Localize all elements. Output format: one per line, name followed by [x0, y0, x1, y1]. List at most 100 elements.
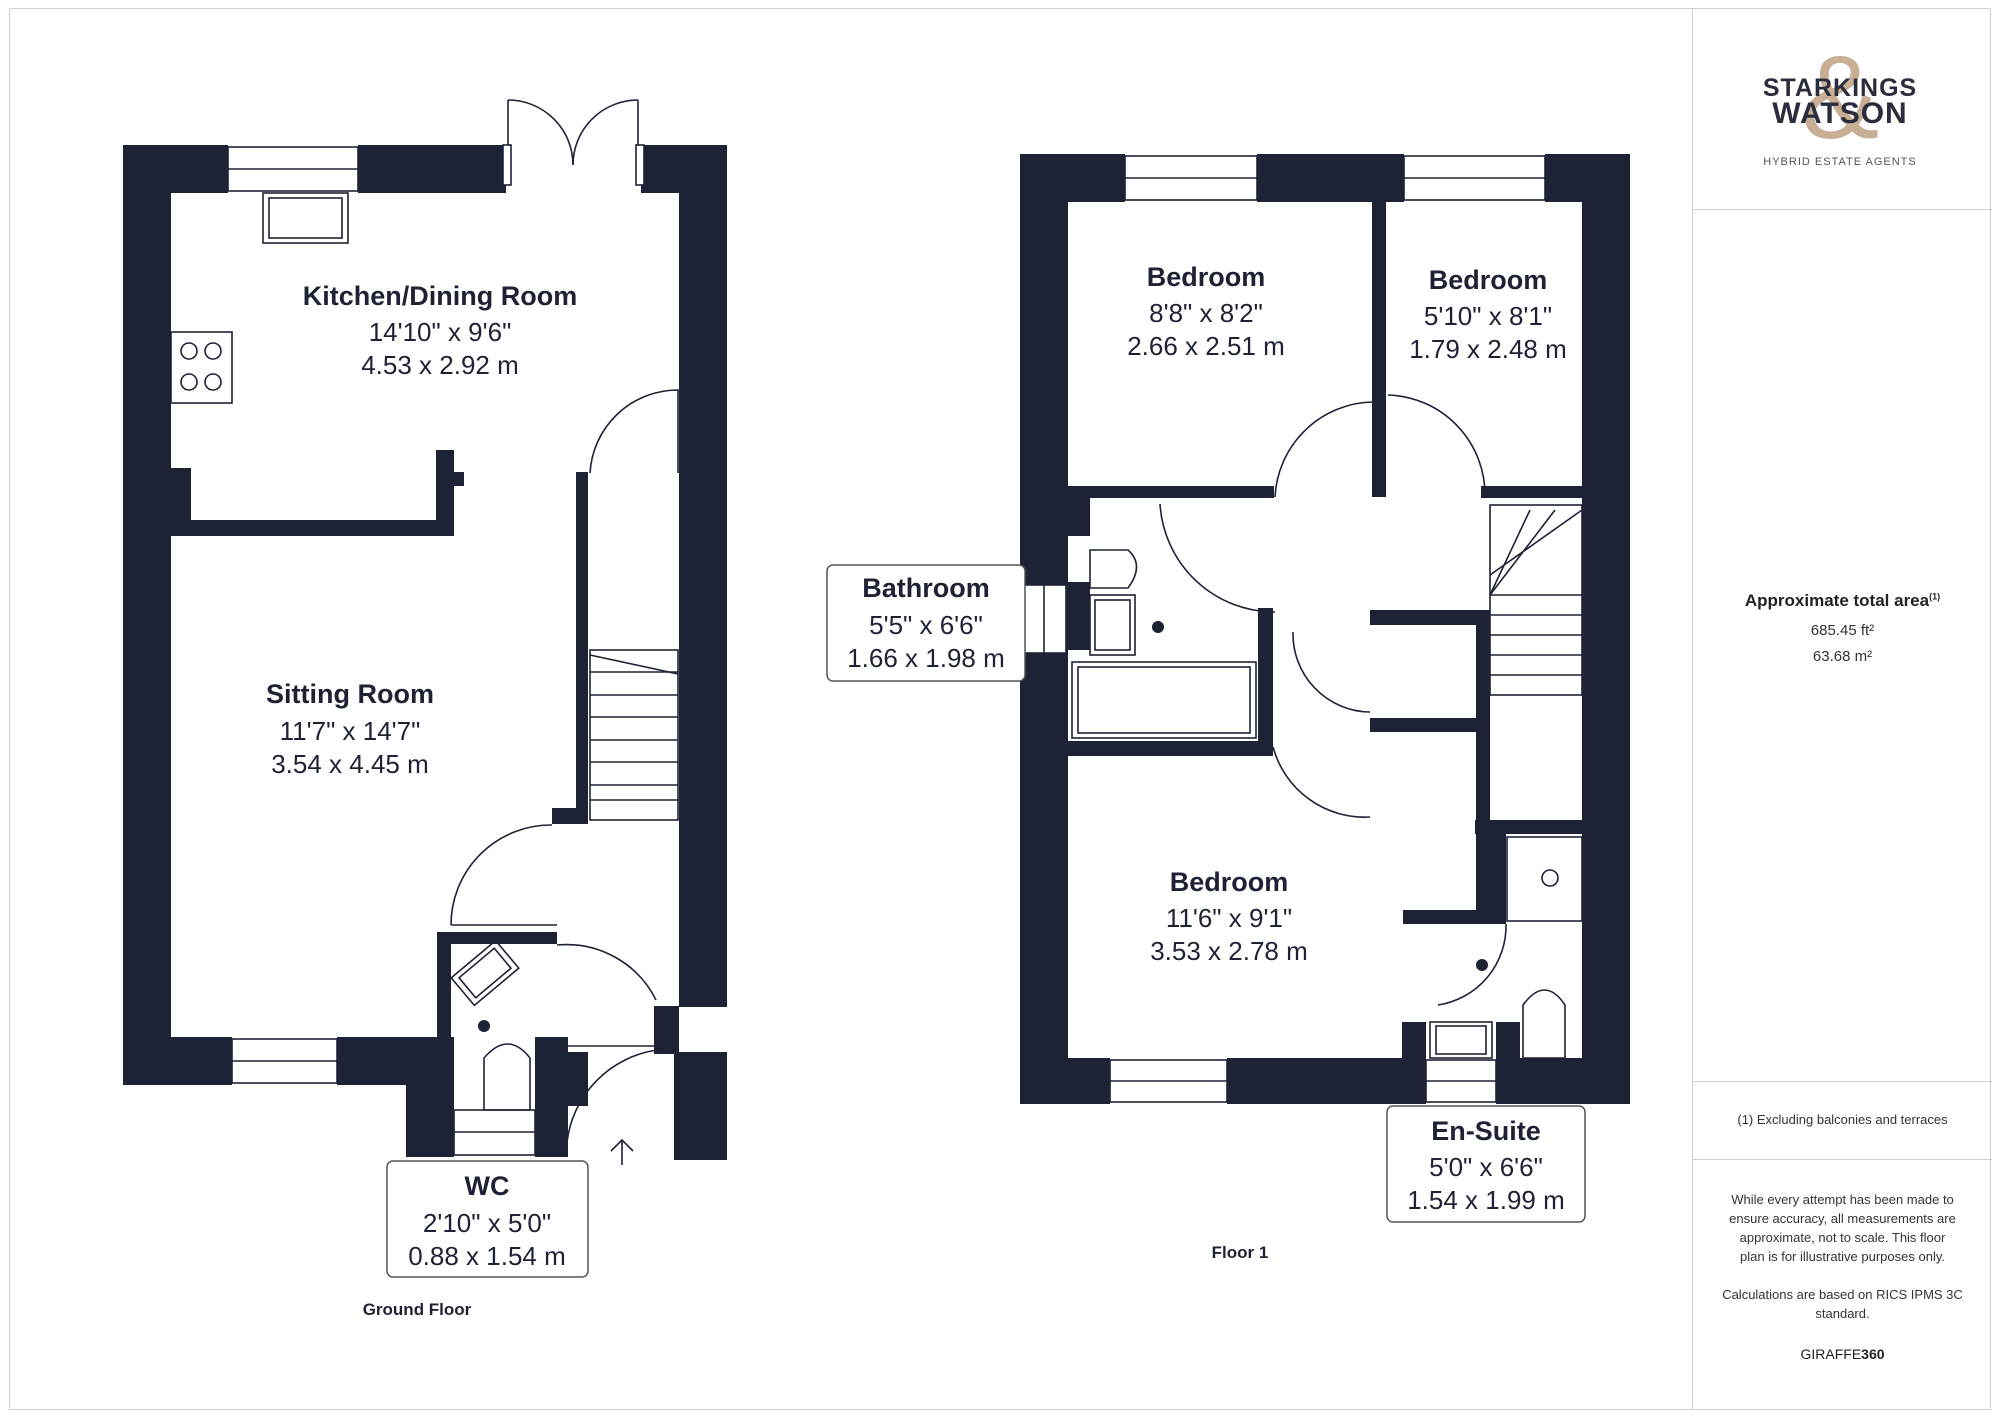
- wall: [436, 450, 454, 536]
- sink: [262, 192, 349, 244]
- wall: [1068, 741, 1273, 756]
- shower-tray: [1506, 836, 1583, 922]
- wall: [1020, 1058, 1110, 1104]
- wall: [171, 520, 454, 536]
- room-metric: 3.54 x 4.45 m: [271, 749, 429, 779]
- room-metric: 0.88 x 1.54 m: [408, 1241, 566, 1271]
- hob: [170, 331, 233, 404]
- info-sidebar: Approximate total area(1) 685.45 ft² 63.…: [1692, 8, 1992, 1410]
- room-metric: 4.53 x 2.92 m: [361, 350, 519, 380]
- brand-tagline: HYBRID ESTATE AGENTS: [1763, 156, 1916, 168]
- area-title: Approximate total area: [1744, 591, 1930, 610]
- room-label-sitting-room: Sitting Room 11'7" x 14'7" 3.54 x 4.45 m: [266, 679, 434, 779]
- wall: [1496, 1058, 1630, 1104]
- wall: [1403, 910, 1506, 924]
- room-name: Bedroom: [1429, 265, 1548, 295]
- area-note-mark: (1): [1929, 591, 1941, 602]
- room-name: Sitting Room: [266, 679, 434, 709]
- label-box: [386, 1160, 589, 1278]
- wall: [171, 468, 191, 520]
- room-name: En-Suite: [1431, 1116, 1541, 1146]
- area-sqm: 63.68 m²: [1812, 648, 1873, 665]
- room-imperial: 14'10" x 9'6": [369, 317, 512, 347]
- toilet: [1089, 549, 1138, 589]
- door-swing: [1274, 401, 1373, 498]
- wall: [1370, 718, 1476, 732]
- disclaimer-line: ensure accuracy, all measurements are: [1729, 1211, 1956, 1226]
- wall: [1496, 1022, 1520, 1058]
- wall: [1257, 154, 1404, 202]
- room-metric: 1.66 x 1.98 m: [847, 643, 1005, 673]
- wall: [123, 145, 171, 1085]
- room-imperial: 8'8" x 8'2": [1149, 298, 1263, 328]
- door-swing: [1159, 503, 1276, 613]
- giraffe-number: 360: [1861, 1346, 1885, 1362]
- door-swing: [589, 389, 679, 474]
- bathtub: [1071, 661, 1257, 739]
- area-sqft: 685.45 ft²: [1810, 622, 1875, 639]
- divider: [1693, 209, 1992, 210]
- room-imperial: 5'5" x 6'6": [869, 610, 983, 640]
- room-label-kitchen: Kitchen/Dining Room 14'10" x 9'6" 4.53 x…: [303, 281, 577, 380]
- wall: [654, 1006, 679, 1054]
- wall: [1476, 610, 1490, 820]
- ground-floor-fixtures: [170, 99, 679, 1165]
- door-swing: [1387, 394, 1486, 498]
- room-label-bedroom-3: Bedroom 11'6" x 9'1" 3.53 x 2.78 m: [1150, 867, 1308, 966]
- calc-line: standard.: [1815, 1306, 1870, 1321]
- calc-line: Calculations are based on RICS IPMS 3C: [1722, 1287, 1963, 1302]
- wall: [1582, 154, 1630, 1104]
- wall: [552, 808, 588, 824]
- label-box: [826, 564, 1026, 682]
- giraffe360-logo: GIRAFFE360: [1693, 1346, 1992, 1362]
- wall: [576, 472, 588, 820]
- wall: [406, 1037, 454, 1157]
- brand-name-line2: WATSON: [1772, 97, 1907, 130]
- room-name: WC: [465, 1171, 510, 1201]
- wall: [437, 932, 451, 1037]
- wall: [1370, 610, 1490, 625]
- staircase: [589, 649, 679, 821]
- wall: [1402, 1022, 1426, 1058]
- first-floor-label: Floor 1: [1212, 1243, 1269, 1262]
- wall: [674, 1052, 727, 1160]
- footnote: (1) Excluding balconies and terraces: [1737, 1112, 1948, 1127]
- disclaimer-line: plan is for illustrative purposes only.: [1740, 1249, 1945, 1264]
- sink: [1429, 1021, 1493, 1059]
- wall: [123, 1037, 232, 1085]
- door-swing: [1292, 631, 1371, 713]
- first-floor-fixtures: [1021, 155, 1583, 1103]
- wall: [1475, 820, 1582, 834]
- room-label-bedroom-1: Bedroom 8'8" x 8'2" 2.66 x 2.51 m: [1127, 262, 1285, 361]
- room-imperial: 5'0" x 6'6": [1429, 1152, 1543, 1182]
- first-floor-plan: [1020, 154, 1630, 1104]
- wall: [1068, 486, 1274, 498]
- room-imperial: 11'6" x 9'1": [1166, 903, 1292, 933]
- disclaimer-line: approximate, not to scale. This floor: [1739, 1230, 1946, 1245]
- room-label-en-suite: En-Suite 5'0" x 6'6" 1.54 x 1.99 m: [1386, 1105, 1586, 1223]
- wall: [1481, 486, 1582, 498]
- ground-floor-label: Ground Floor: [363, 1300, 472, 1319]
- divider: [1693, 1159, 1992, 1160]
- room-imperial: 2'10" x 5'0": [423, 1208, 551, 1238]
- area-block: Approximate total area(1) 685.45 ft² 63.…: [1693, 591, 1992, 665]
- wall: [679, 145, 727, 1007]
- room-name: Bedroom: [1147, 262, 1266, 292]
- room-imperial: 5'10" x 8'1": [1424, 301, 1552, 331]
- door-swing: [450, 824, 553, 926]
- sink: [1089, 594, 1136, 656]
- room-metric: 1.79 x 2.48 m: [1409, 334, 1567, 364]
- room-imperial: 11'7" x 14'7": [280, 716, 421, 746]
- room-label-wc: WC 2'10" x 5'0" 0.88 x 1.54 m: [386, 1160, 589, 1278]
- divider: [1693, 1081, 1992, 1082]
- room-metric: 2.66 x 2.51 m: [1127, 331, 1285, 361]
- wall: [1372, 202, 1386, 497]
- label-box: [1386, 1105, 1586, 1223]
- toilet: [483, 1043, 531, 1111]
- door-swing: [556, 943, 657, 1001]
- room-label-bathroom: Bathroom 5'5" x 6'6" 1.66 x 1.98 m: [826, 564, 1026, 682]
- page-frame: [9, 8, 1991, 1410]
- ground-floor-plan: [123, 145, 727, 1160]
